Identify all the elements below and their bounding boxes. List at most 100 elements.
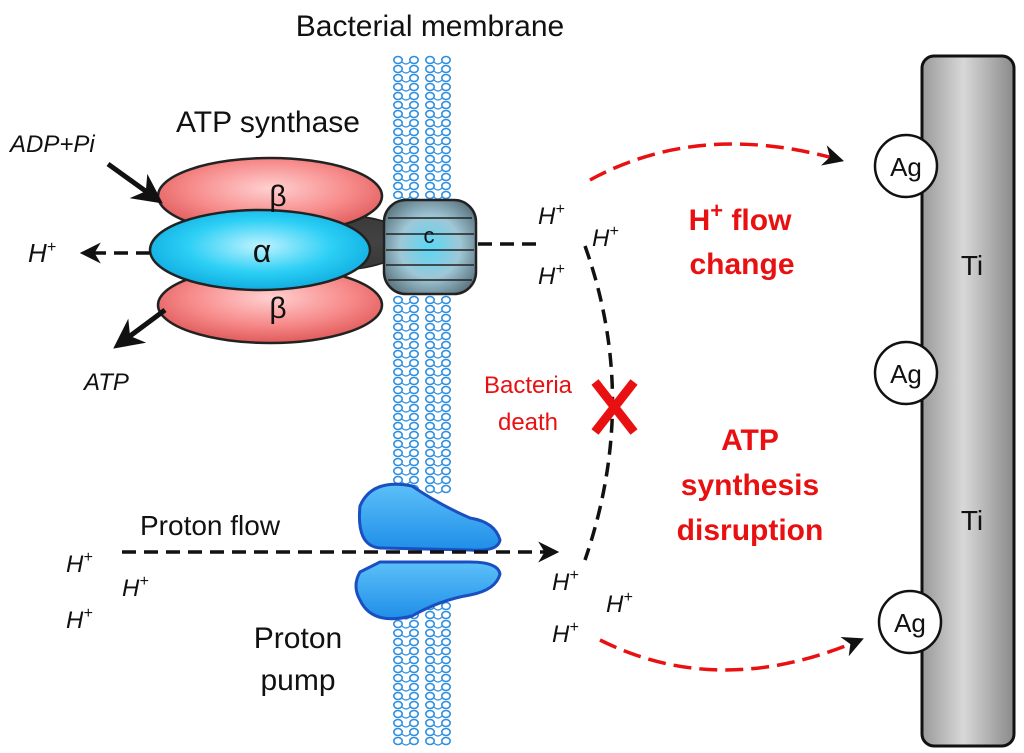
proton-pump-label-line1: Proton [254, 622, 342, 655]
lipid-head [392, 727, 403, 737]
lipid-head [392, 181, 403, 191]
lipid-head [408, 190, 419, 200]
lipid-tail [433, 436, 443, 440]
lipid-tail [401, 196, 411, 200]
lipid-tail [401, 436, 411, 440]
lipid-head [424, 394, 435, 404]
lipid-head [408, 349, 419, 359]
lipid-tail [401, 400, 411, 404]
lipid-head [424, 100, 435, 110]
lipid-tail [401, 454, 411, 458]
lipid-head [392, 322, 403, 332]
lipid-head [392, 331, 403, 341]
lipid-head [408, 55, 419, 65]
lipid-head [424, 190, 435, 200]
lipid-head [392, 394, 403, 404]
lipid-head [440, 145, 451, 155]
lipid-tail [433, 427, 443, 431]
lipid-bilayer [392, 55, 451, 746]
lipid-head [440, 118, 451, 128]
lipid-head [440, 439, 451, 449]
lipid-head [424, 709, 435, 719]
titanium-implant: Ti Ti Ag Ag Ag [873, 54, 1016, 748]
proton-label: H+ [66, 605, 93, 634]
atp-disruption-line3: disruption [677, 514, 824, 547]
c-ring-stripes [386, 217, 474, 281]
lipid-head [424, 484, 435, 494]
lipid-tail [401, 79, 411, 83]
bacteria-death-label-line2: death [498, 409, 558, 436]
lipid-head [392, 304, 403, 314]
lipid-head [424, 664, 435, 674]
lipid-head [440, 304, 451, 314]
lipid-head [392, 349, 403, 359]
lipid-tail [401, 409, 411, 413]
lipid-tail [433, 643, 443, 647]
lipid-head [408, 376, 419, 386]
lipid-head [392, 718, 403, 728]
lipid-tail [433, 115, 443, 119]
lipid-head [392, 145, 403, 155]
lipid-head [440, 727, 451, 737]
lipid-head [424, 340, 435, 350]
lipid-head [392, 367, 403, 377]
lipid-head [424, 127, 435, 137]
lipid-tail [401, 328, 411, 332]
lipid-head [424, 73, 435, 83]
lipid-head [408, 181, 419, 191]
lipid-tail [433, 742, 443, 746]
lipid-head [392, 376, 403, 386]
lipid-head [424, 55, 435, 65]
lipid-tail [401, 355, 411, 359]
lipid-head [424, 349, 435, 359]
ag-label-1: Ag [890, 152, 922, 182]
lipid-tail [433, 373, 443, 377]
lipid-head [424, 91, 435, 101]
lipid-head [408, 304, 419, 314]
lipid-head [424, 691, 435, 701]
lipid-head [408, 619, 419, 629]
lipid-head [424, 313, 435, 323]
lipid-head [408, 145, 419, 155]
lipid-tail [433, 733, 443, 737]
lipid-tail [401, 337, 411, 341]
lipid-tail [401, 427, 411, 431]
lipid-head [408, 718, 419, 728]
lipid-head [392, 700, 403, 710]
lipid-tail [433, 61, 443, 65]
lipid-head [440, 190, 451, 200]
lipid-head [424, 700, 435, 710]
lipid-tail [401, 382, 411, 386]
lipid-tail [433, 472, 443, 476]
ag-label-3: Ag [894, 608, 926, 638]
lipid-head [424, 403, 435, 413]
lipid-head [440, 394, 451, 404]
lipid-head [408, 322, 419, 332]
lipid-tail [433, 382, 443, 386]
lipid-tail [433, 70, 443, 74]
lipid-tail [433, 670, 443, 674]
lipid-tail [433, 688, 443, 692]
lipid-tail [433, 400, 443, 404]
lipid-head [424, 646, 435, 656]
lipid-head [424, 727, 435, 737]
lipid-head [408, 673, 419, 683]
lipid-head [440, 655, 451, 665]
lipid-head [408, 466, 419, 476]
beta-top-label: β [269, 180, 286, 213]
lipid-head [440, 718, 451, 728]
lipid-tail [433, 463, 443, 467]
lipid-head [408, 100, 419, 110]
lipid-head [408, 439, 419, 449]
lipid-head [408, 727, 419, 737]
lipid-head [424, 628, 435, 638]
lipid-tail [433, 142, 443, 146]
lipid-head [424, 376, 435, 386]
lipid-head [392, 619, 403, 629]
h-out-label: H+ [28, 238, 56, 268]
lipid-head [440, 322, 451, 332]
lipid-head [392, 55, 403, 65]
lipid-tail [433, 133, 443, 137]
ti-label-2: Ti [961, 505, 983, 536]
lipid-head [424, 181, 435, 191]
